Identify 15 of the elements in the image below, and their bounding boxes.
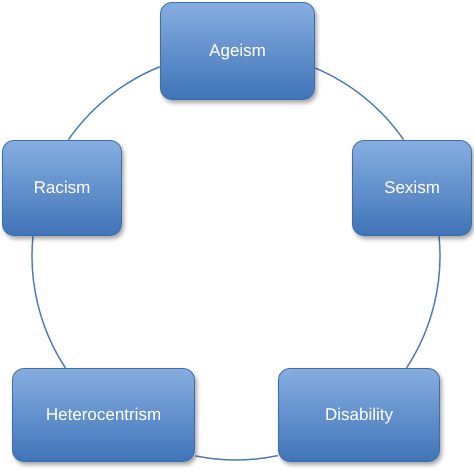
box-label: Heterocentrism (46, 404, 162, 426)
process-box (352, 140, 472, 236)
circle-arc-connector (406, 236, 441, 368)
circle-arc-connector (68, 66, 160, 140)
process-box (2, 140, 122, 236)
box-label: Ageism (209, 40, 266, 62)
box-label: Racism (34, 177, 90, 200)
circle-arc-connector (314, 67, 404, 140)
circle-arc-connector (195, 454, 278, 461)
process-box (160, 2, 315, 100)
process-box (278, 368, 440, 462)
box-label: Sexism (384, 177, 440, 200)
process-box (12, 368, 195, 462)
box-label: Disability (324, 404, 394, 426)
circle-arc-connector (31, 236, 66, 368)
